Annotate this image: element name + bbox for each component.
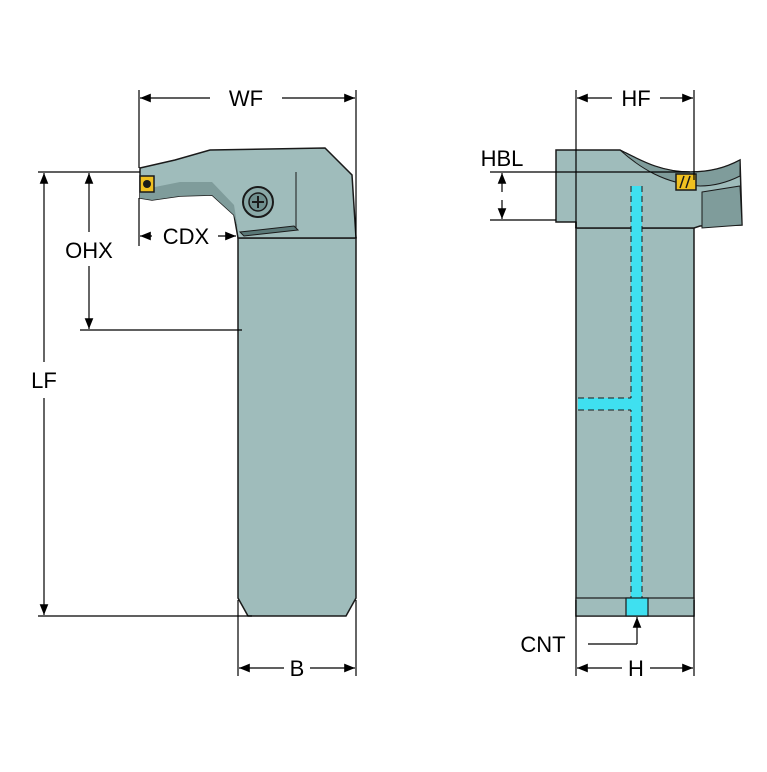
h-label: H xyxy=(628,656,644,681)
side-head-groove xyxy=(619,149,741,187)
cnt-label: CNT xyxy=(520,632,565,657)
lf-label: LF xyxy=(31,368,57,393)
clamp-screw-icon xyxy=(242,186,274,218)
front-head-slot xyxy=(238,225,300,237)
b-label: B xyxy=(290,656,305,681)
front-view: WF CDX OHX LF B xyxy=(31,86,357,681)
side-insert-icon xyxy=(675,173,697,191)
side-view: HF HBL CNT H xyxy=(481,86,743,681)
hbl-label: HBL xyxy=(481,146,524,171)
ohx-label: OHX xyxy=(65,238,113,263)
coolant-connector xyxy=(625,597,649,617)
side-head-right-face xyxy=(701,185,743,229)
front-head-shadow xyxy=(140,182,238,230)
insert-icon xyxy=(139,175,155,193)
wf-label: WF xyxy=(229,86,263,111)
front-shank xyxy=(237,237,357,617)
coolant-channels xyxy=(578,186,649,617)
hf-label: HF xyxy=(621,86,650,111)
cdx-label: CDX xyxy=(163,224,210,249)
